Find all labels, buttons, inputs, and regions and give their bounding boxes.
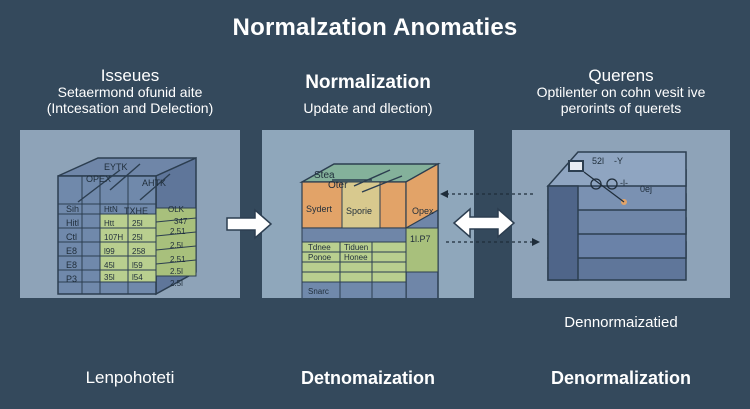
device-label-2: -Y [614, 156, 623, 166]
cell-r4c3: 2.5l [170, 267, 183, 276]
page-title: Normalzation Anomaties [232, 14, 518, 41]
front-top-label-2: Sporie [346, 206, 372, 216]
middle-panel: Stea Oter Sydert Sporie Opex 1l.P7 Tdnee… [262, 130, 474, 307]
cell-r4c1: 45l [104, 261, 115, 270]
right-subtitle-line2: perorints of querets [560, 100, 682, 116]
row-header-3: 347 [174, 217, 188, 226]
cell-r2c3: 2.5l [170, 241, 183, 250]
cell-r1c1: Htt [104, 219, 115, 228]
left-subtitle-line2: (Intcesation and Delection) [46, 100, 214, 116]
side-label-2: Hitl [66, 218, 79, 228]
front-top-label-3: Opex [412, 206, 434, 216]
left-subtitle-line1: Setaermond ofunid aite [57, 84, 203, 100]
cell-r5c3: 2.5l [170, 279, 183, 288]
middle-subtitle: Update and dlection) [303, 100, 433, 116]
side-label-5: E8 [66, 260, 77, 270]
cell-r3c2: 258 [132, 247, 146, 256]
cell-r2c2: 25l [132, 233, 143, 242]
row-header-1: HtN [104, 205, 118, 214]
cell-r1c3: 2.51 [170, 227, 186, 236]
device-label-1: 52l [592, 156, 604, 166]
row-label-6: 7lsen [344, 297, 363, 298]
right-panel: 52l -Y -l- 0ej [512, 130, 730, 298]
side-label-3: Ctl [66, 232, 77, 242]
left-heading: Isseues [100, 66, 160, 85]
cube-top-label-3: AHTK [142, 178, 166, 188]
row-label-4: Honee [344, 253, 368, 262]
row-label-3: Ponoe [308, 253, 332, 262]
right-bottom-label: Denormalization [550, 368, 692, 388]
top-label-2: Oter [328, 180, 348, 191]
right-caption: Dennormaizatied [564, 314, 678, 331]
device-label-4: 0ej [640, 184, 652, 194]
cell-r3c3: 2.51 [170, 255, 186, 264]
device-label-3: -l- [620, 178, 628, 188]
normalized-table-cube: Stea Oter Sydert Sporie Opex 1l.P7 Tdnee… [299, 162, 441, 307]
row-label-1: Tdnee [308, 243, 331, 252]
row-label-2: Tiduen [344, 243, 368, 252]
database-server-illustration: 52l -Y -l- 0ej [546, 151, 687, 281]
cube-top-label-4: TXHE [124, 206, 148, 216]
middle-bottom-label: Detnomaization [300, 368, 435, 388]
row-header-2: OLK [168, 205, 185, 214]
cell-r1c2: 25l [132, 219, 143, 228]
unnormalized-table-cube: EYTK OPEX AHTK TXHE Sih Hitl Ctl E8 E8 P… [57, 156, 197, 296]
cube-mark: 1l.P7 [410, 234, 431, 244]
right-subtitle-line1: Optilenter on cohn vesit ive [536, 84, 706, 100]
row-label-5: Snarc [308, 287, 329, 296]
left-bottom-label: Lenpohoteti [85, 368, 175, 387]
top-label-1: Stea [314, 170, 335, 181]
right-arrow-icon [226, 208, 273, 240]
middle-heading: Normalization [305, 72, 431, 93]
left-panel: EYTK OPEX AHTK TXHE Sih Hitl Ctl E8 E8 P… [20, 130, 240, 298]
cell-r4c2: l59 [132, 261, 143, 270]
cell-r2c1: 107H [104, 233, 123, 242]
side-label-1: Sih [66, 204, 79, 214]
dashed-connector-icon [440, 190, 540, 246]
side-label-4: E8 [66, 246, 77, 256]
front-top-label-1: Sydert [306, 204, 333, 214]
right-heading: Querens [588, 66, 654, 85]
cell-r3c1: l99 [104, 247, 115, 256]
cube-top-label-1: EYTK [104, 162, 128, 172]
side-label-6: P3 [66, 274, 77, 284]
cell-r5c2: l54 [132, 273, 143, 282]
cell-r5c1: 35l [104, 273, 115, 282]
double-arrow-icon [452, 207, 516, 239]
cube-top-label-2: OPEX [86, 174, 111, 184]
